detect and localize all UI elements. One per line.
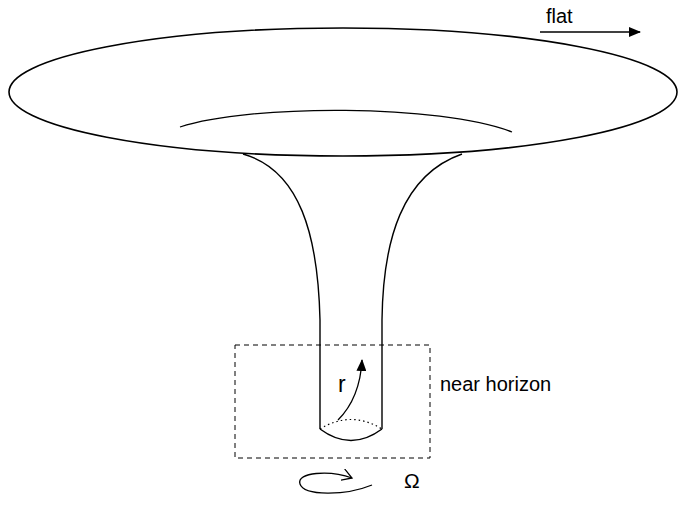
- horizon-rim-back: [320, 420, 382, 430]
- near-horizon-region: [235, 345, 430, 458]
- region-label: near horizon: [440, 374, 551, 394]
- inner-arc: [180, 110, 512, 132]
- horizon-rim: [320, 429, 382, 441]
- radius-label: r: [338, 373, 346, 396]
- rotation-arrow: [300, 473, 372, 493]
- throat-left: [243, 154, 320, 429]
- angular-velocity-label: Ω: [404, 470, 420, 491]
- radial-arrow: [338, 360, 362, 420]
- flat-disc: [9, 28, 677, 156]
- flat-arrow: [540, 31, 640, 32]
- flat-label: flat: [546, 6, 573, 26]
